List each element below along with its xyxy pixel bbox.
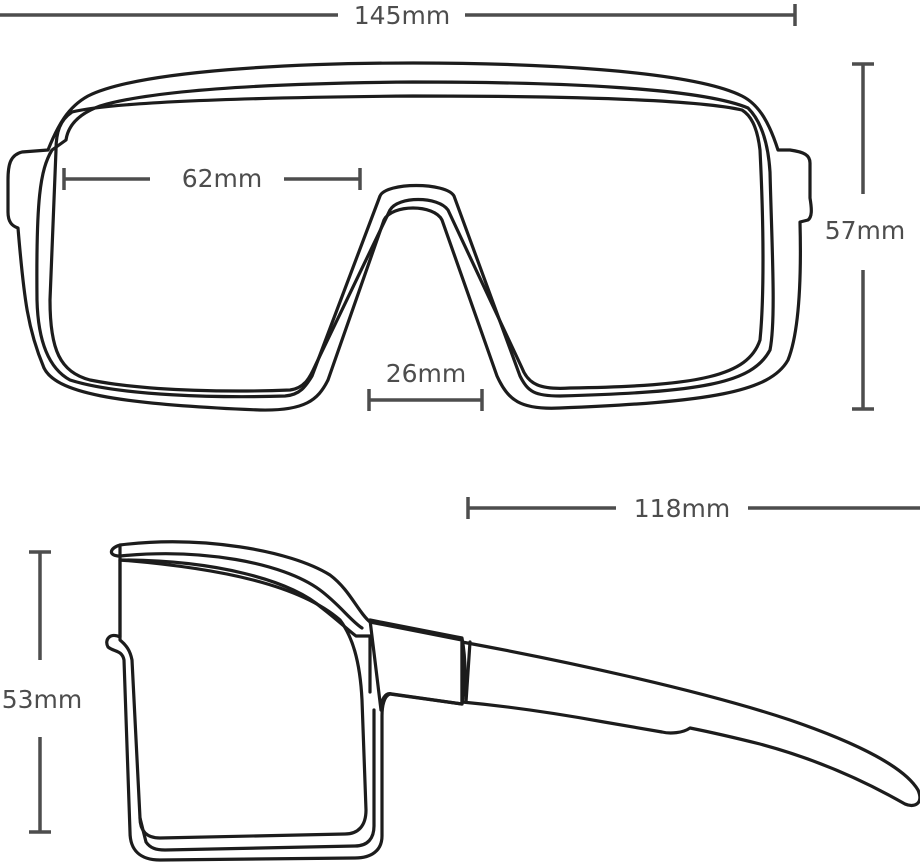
- side-shield-layer-1: [118, 552, 364, 630]
- dimension-lens-width: 62mm: [62, 164, 362, 193]
- frame-height-label: 53mm: [2, 685, 83, 714]
- side-view-drawing: [105, 540, 920, 862]
- bridge-width-label: 26mm: [386, 359, 467, 388]
- front-view-drawing: [6, 61, 813, 412]
- temple-arm: [460, 640, 920, 808]
- temple-length-label: 118mm: [634, 494, 730, 523]
- dimension-bridge-width: 26mm: [367, 359, 484, 411]
- lens-width-label: 62mm: [182, 164, 263, 193]
- front-lens-outline: [35, 80, 775, 399]
- side-lens-edge: [118, 558, 368, 840]
- lens-height-label: 57mm: [825, 216, 906, 245]
- front-frame-outline: [6, 61, 813, 412]
- front-lens-inner: [48, 94, 765, 393]
- side-lens-inner: [138, 708, 376, 852]
- dimension-overall-width: 145mm: [0, 1, 797, 30]
- dimension-frame-height: 53mm: [2, 550, 83, 834]
- side-shield-outer: [105, 540, 464, 862]
- dimension-temple-length: 118mm: [466, 494, 920, 523]
- overall-width-label: 145mm: [354, 1, 450, 30]
- dimension-lens-height: 57mm: [825, 62, 906, 411]
